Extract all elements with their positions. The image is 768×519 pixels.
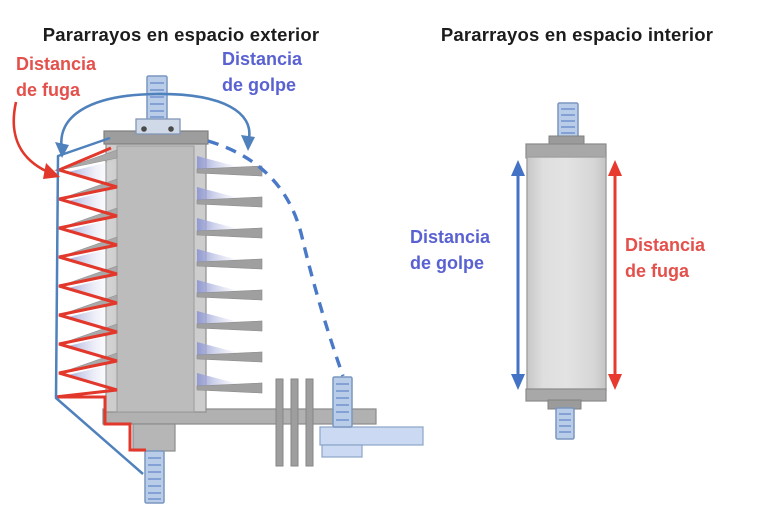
creepage-arrow — [608, 160, 622, 390]
creepage-path — [54, 146, 146, 452]
bottom-terminal-stud — [144, 450, 165, 504]
strike-label-line1: Distancia — [410, 227, 491, 247]
insulator-core — [116, 145, 195, 413]
creepage-label-exterior: Distancia de fuga — [16, 51, 96, 103]
creepage-label-line2: de fuga — [16, 80, 81, 100]
terminal-clamp — [135, 118, 181, 135]
top-terminal-stud — [146, 75, 168, 123]
arrester-body — [526, 156, 607, 391]
creepage-label-line1: Distancia — [625, 235, 706, 255]
pedestal-block — [132, 423, 176, 452]
strike-label-line1: Distancia — [222, 49, 303, 69]
creepage-leader-arrow — [12, 101, 49, 174]
strike-dashed-path — [207, 139, 345, 377]
creepage-leader-arrowhead — [43, 163, 60, 179]
bottom-terminal-stud — [555, 407, 575, 440]
right-sheds — [196, 155, 263, 394]
strike-arc — [60, 92, 251, 151]
strike-label-line2: de golpe — [222, 75, 297, 95]
strike-label-exterior: Distancia de golpe — [222, 46, 302, 98]
strike-label-interior: Distancia de golpe — [410, 224, 490, 276]
mounting-bracket — [319, 426, 424, 458]
ground-terminal-stud — [332, 376, 353, 428]
exterior-arrester-figure — [12, 75, 424, 504]
strike-label-line2: de golpe — [410, 253, 485, 273]
strike-arc-arrowhead-left — [55, 142, 69, 158]
strike-path-left — [54, 136, 144, 475]
top-terminal-stud — [557, 102, 579, 139]
creepage-label-line2: de fuga — [625, 261, 690, 281]
interior-arrester-figure — [511, 102, 622, 440]
strike-arrow — [511, 160, 525, 390]
interior-title: Pararrayos en espacio interior — [440, 24, 714, 45]
creepage-label-interior: Distancia de fuga — [625, 232, 705, 284]
creepage-label-line1: Distancia — [16, 54, 97, 74]
bottom-cap-band — [525, 388, 607, 402]
strike-arc-arrowhead-right — [241, 135, 255, 151]
exterior-title: Pararrayos en espacio exterior — [42, 24, 320, 45]
mounting-prongs — [275, 378, 314, 467]
top-cap-band — [525, 143, 607, 159]
